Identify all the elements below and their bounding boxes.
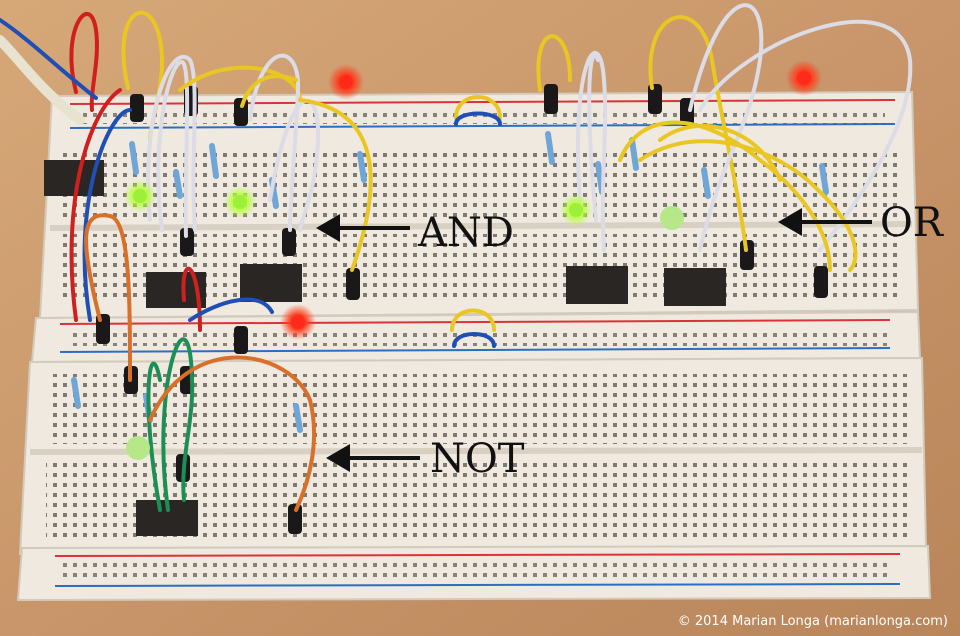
not-arrow-icon [326, 444, 420, 472]
or-arrow-icon [778, 208, 872, 236]
top-breadboard [38, 90, 920, 320]
annotation-arrows [316, 208, 872, 472]
jumper-wires [0, 3, 913, 512]
copyright-credit: © 2014 Marian Longa (marianlonga.com) [678, 614, 948, 629]
and-arrow-icon [316, 214, 410, 242]
slide-switches [44, 160, 726, 536]
leds [124, 60, 822, 460]
and-label: AND [417, 210, 514, 256]
bottom-breadboard [16, 356, 932, 602]
or-label: OR [880, 200, 945, 246]
middle-rail [30, 310, 922, 364]
not-label: NOT [430, 436, 525, 482]
